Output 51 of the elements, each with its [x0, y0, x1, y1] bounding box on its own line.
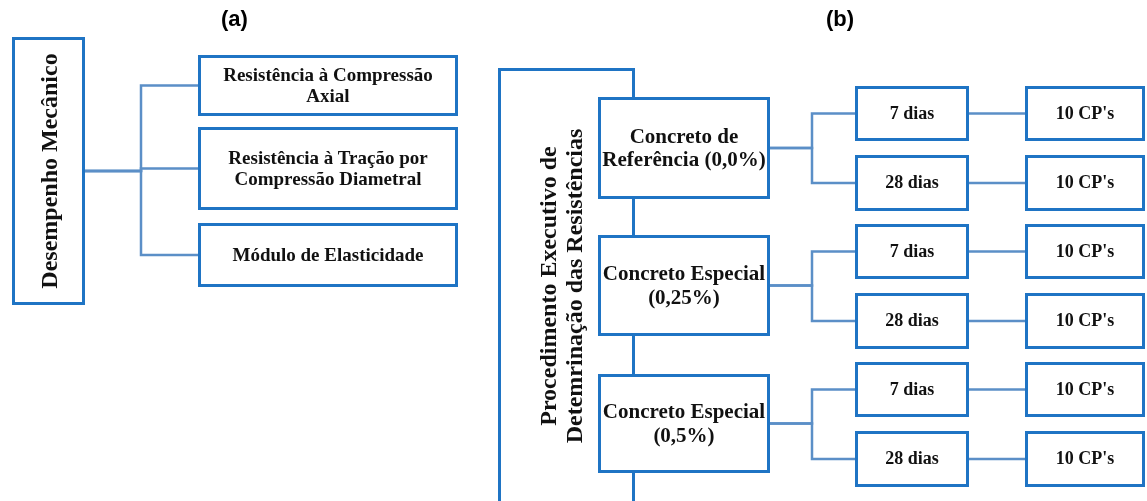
box-label: Procedimento Executivo de Detemrinação das Resistências: [533, 127, 588, 446]
text-box: [1025, 431, 1145, 487]
text-box: [855, 293, 969, 349]
box-label: 28 dias: [885, 449, 939, 469]
box-label: 7 dias: [889, 379, 935, 400]
text-box: [1025, 86, 1145, 141]
text-box: [855, 155, 969, 211]
box-label: Módulo de Elasticidade: [232, 244, 424, 266]
text-box: [1025, 362, 1145, 417]
box-label: Desempenho Mecânico: [34, 52, 63, 291]
box-label: 10 CP's: [1055, 449, 1115, 469]
box-label: 28 dias: [885, 173, 939, 193]
text-box: [598, 97, 770, 199]
connector-line: [85, 169, 198, 257]
box-label: Resistência à Compressão Axial: [222, 64, 434, 107]
box-label: 10 CP's: [1055, 379, 1115, 400]
text-box: [198, 127, 458, 210]
text-box: [598, 235, 770, 336]
connector-line: [770, 422, 855, 461]
box-label: Concreto Especial (0,25%): [601, 262, 767, 309]
text-box: [1025, 224, 1145, 279]
connector-line: [969, 112, 1025, 115]
text-box: [198, 55, 458, 116]
box-label: Resistência à Tração por Compressão Diametral: [227, 147, 429, 190]
connector-line: [969, 319, 1025, 323]
panel-label: (b): [826, 6, 855, 32]
text-box: [198, 223, 458, 287]
box-label: Concreto Especial (0,5%): [601, 400, 767, 447]
box-label: 10 CP's: [1055, 241, 1115, 262]
connector-line: [969, 250, 1025, 253]
box-label: 10 CP's: [1055, 311, 1115, 331]
connector-line: [969, 181, 1025, 185]
box-label: 10 CP's: [1055, 173, 1115, 193]
text-box: [598, 374, 770, 473]
text-box: [855, 362, 969, 417]
text-box: [1025, 293, 1145, 349]
connector-line: [969, 388, 1025, 391]
text-box: [855, 224, 969, 279]
panel-label: (a): [221, 6, 248, 32]
connector-line: [770, 146, 855, 185]
box-label: 28 dias: [885, 311, 939, 331]
box-label: 10 CP's: [1055, 103, 1115, 124]
text-box: [855, 431, 969, 487]
vertical-title-box: [12, 37, 85, 305]
box-label: 7 dias: [889, 103, 935, 124]
text-box: [1025, 155, 1145, 211]
connector-line: [770, 284, 855, 323]
box-label: 7 dias: [889, 241, 935, 262]
text-box: [855, 86, 969, 141]
box-label: Concreto de Referência (0,0%): [601, 124, 767, 172]
connector-line: [969, 457, 1025, 461]
